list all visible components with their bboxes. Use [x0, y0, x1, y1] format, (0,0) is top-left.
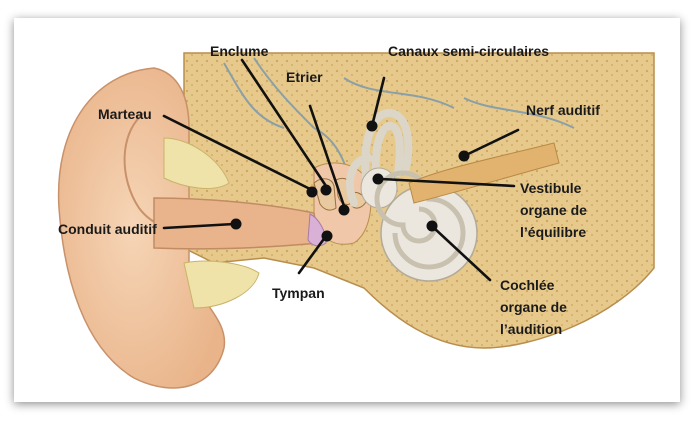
label-tympan: Tympan [272, 285, 325, 301]
cartilage-upper [163, 137, 230, 189]
label-cochlee-line3: l’audition [500, 321, 562, 337]
label-enclume: Enclume [210, 43, 269, 59]
label-canaux-semi-circulaires: Canaux semi-circulaires [388, 43, 549, 59]
blood-vessels [223, 57, 575, 179]
cochlea-spiral [374, 170, 466, 270]
label-vestibule-line3: l’équilibre [520, 224, 586, 240]
eardrum [307, 213, 327, 247]
diagram-frame: Enclume Canaux semi-circulaires Etrier M… [14, 18, 680, 402]
label-conduit-auditif: Conduit auditif [58, 221, 157, 237]
label-marteau: Marteau [98, 106, 152, 122]
ear-anatomy-diagram: Enclume Canaux semi-circulaires Etrier M… [57, 43, 655, 389]
label-cochlee-line2: organe de [500, 299, 567, 315]
label-etrier: Etrier [286, 69, 323, 85]
marker-dots [230, 120, 470, 242]
label-cochlee-line1: Cochlée [500, 277, 555, 293]
cartilage-lower [183, 260, 260, 309]
label-vestibule-line1: Vestibule [520, 180, 582, 196]
label-vestibule-line2: organe de [520, 202, 587, 218]
leader-lines [162, 58, 520, 282]
label-nerf-auditif: Nerf auditif [526, 102, 600, 118]
auditory-nerve [408, 142, 560, 204]
semicircular-canals [346, 108, 413, 207]
